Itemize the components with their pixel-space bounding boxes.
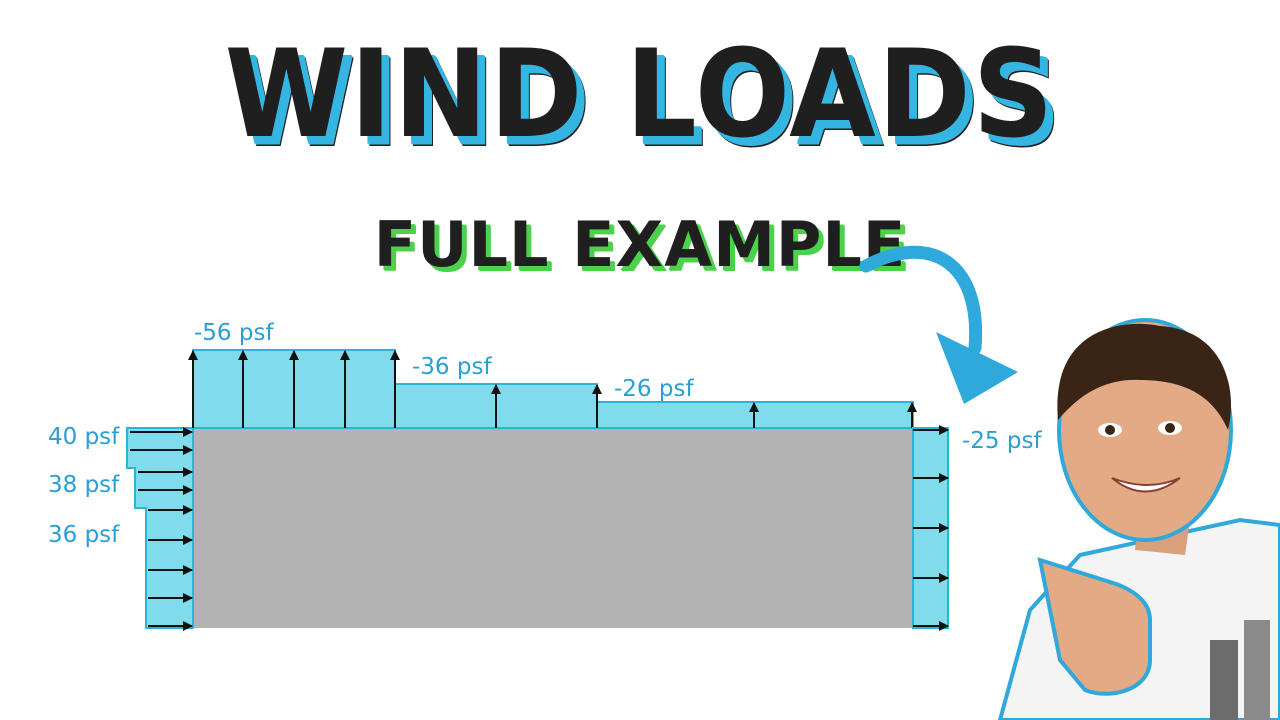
main-title: WIND LOADS xyxy=(224,24,1056,166)
windward-label-top: 40 psf xyxy=(48,424,120,450)
building-section xyxy=(193,428,913,628)
leeward-label: -25 psf xyxy=(962,428,1042,454)
subtitle: FULL EXAMPLE xyxy=(373,208,907,281)
roof-label-zone3: -26 psf xyxy=(614,376,694,402)
leeward-arrows xyxy=(913,425,949,631)
curved-arrow-icon xyxy=(859,245,1018,404)
presenter-photo xyxy=(997,318,1280,720)
roof-arrows xyxy=(188,350,917,428)
windward-arrows xyxy=(130,427,193,631)
windward-label-bottom: 36 psf xyxy=(48,522,120,548)
roof-label-zone2: -36 psf xyxy=(412,354,492,380)
windward-label-mid: 38 psf xyxy=(48,472,120,498)
windward-pressure-area xyxy=(126,427,194,629)
roof-label-zone1: -56 psf xyxy=(194,320,274,346)
pointing-hand xyxy=(1037,557,1152,696)
